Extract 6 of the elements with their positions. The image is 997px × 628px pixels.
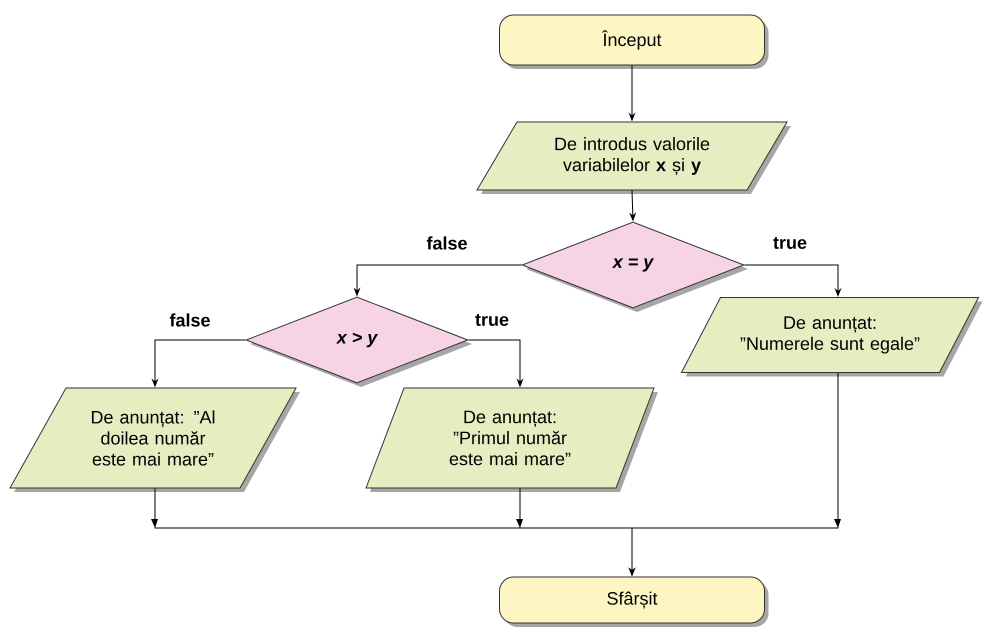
edge-label: true [773,237,806,249]
edge-label: false [426,236,467,250]
edge-label: true [475,314,508,326]
edge-label: false [170,313,210,327]
terminal-box: Început [499,14,768,69]
terminal-box: Sfârșit [499,576,768,627]
